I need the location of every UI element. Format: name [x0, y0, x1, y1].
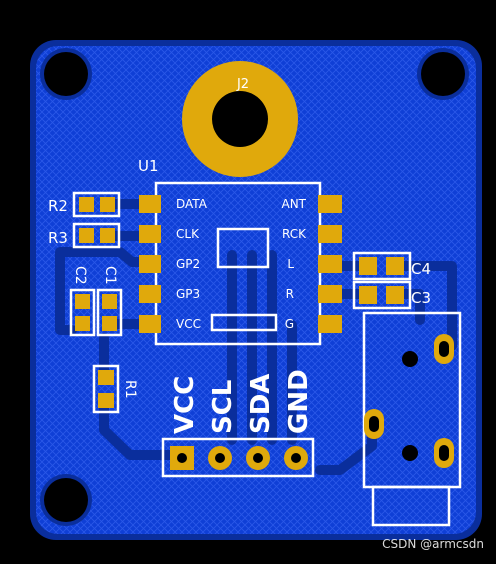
c1-pad-a — [102, 294, 117, 309]
c4-pad-a — [359, 257, 377, 275]
audio-jack-footprint — [362, 311, 462, 527]
j2-label: J2 — [236, 77, 249, 92]
c1-label: C1 — [102, 266, 118, 285]
header-sda-label: SDA — [246, 374, 276, 434]
r1-pad-a — [98, 370, 114, 385]
pin-gp2-label: GP2 — [176, 257, 200, 271]
c3-outline — [352, 280, 412, 310]
r2-outline — [72, 191, 121, 218]
pin-gp3-label: GP3 — [176, 287, 200, 301]
pin-data-label: DATA — [176, 197, 208, 211]
r3-pad-b — [100, 228, 115, 243]
u1-bottom-rect — [210, 313, 278, 332]
watermark-text: CSDN @armcsdn — [382, 537, 484, 551]
c3-pad-a — [359, 286, 377, 304]
r1-outline — [92, 364, 120, 414]
c4-pad-b — [386, 257, 404, 275]
pin-ant-label: ANT — [281, 197, 306, 211]
c1-outline — [96, 288, 123, 337]
pin-vcc-label: VCC — [176, 317, 201, 331]
c4-outline — [352, 251, 412, 281]
header-pads — [170, 446, 308, 470]
c2-pad-b — [75, 316, 90, 331]
pin-clk-label: CLK — [176, 227, 200, 241]
u1-right-pads — [318, 195, 342, 333]
pin-g-label: G — [285, 317, 294, 331]
u1-label: U1 — [138, 157, 159, 175]
c3-pad-b — [386, 286, 404, 304]
pin-r-label: R — [286, 287, 294, 301]
c4-label: C4 — [411, 260, 431, 278]
pin-l-label: L — [287, 257, 294, 271]
r3-outline — [72, 222, 121, 249]
r2-pad-a — [79, 197, 94, 212]
c1-pad-b — [102, 316, 117, 331]
u1-pin-labels: DATA CLK GP2 GP3 VCC ANT RCK L R G — [176, 197, 307, 331]
pin-rck-label: RCK — [282, 227, 307, 241]
mounting-holes — [40, 48, 469, 526]
header-scl-label: SCL — [208, 380, 238, 434]
r3-pad-a — [79, 228, 94, 243]
r2-label: R2 — [48, 197, 68, 215]
header-vcc-label: VCC — [170, 376, 200, 434]
r2-pad-b — [100, 197, 115, 212]
c2-pad-a — [75, 294, 90, 309]
c2-label: C2 — [72, 266, 88, 285]
header-gnd-label: GND — [284, 369, 314, 434]
header-outline — [161, 437, 315, 478]
j2-antenna-pad — [182, 61, 298, 177]
r1-pad-b — [98, 393, 114, 408]
r1-label: R1 — [122, 380, 138, 399]
header-labels: VCC SCL SDA GND — [170, 369, 314, 434]
r3-label: R3 — [48, 229, 68, 247]
c2-outline — [69, 288, 96, 337]
u1-left-pads — [139, 195, 161, 333]
c3-label: C3 — [411, 289, 431, 307]
u1-inner-rect — [216, 227, 270, 269]
